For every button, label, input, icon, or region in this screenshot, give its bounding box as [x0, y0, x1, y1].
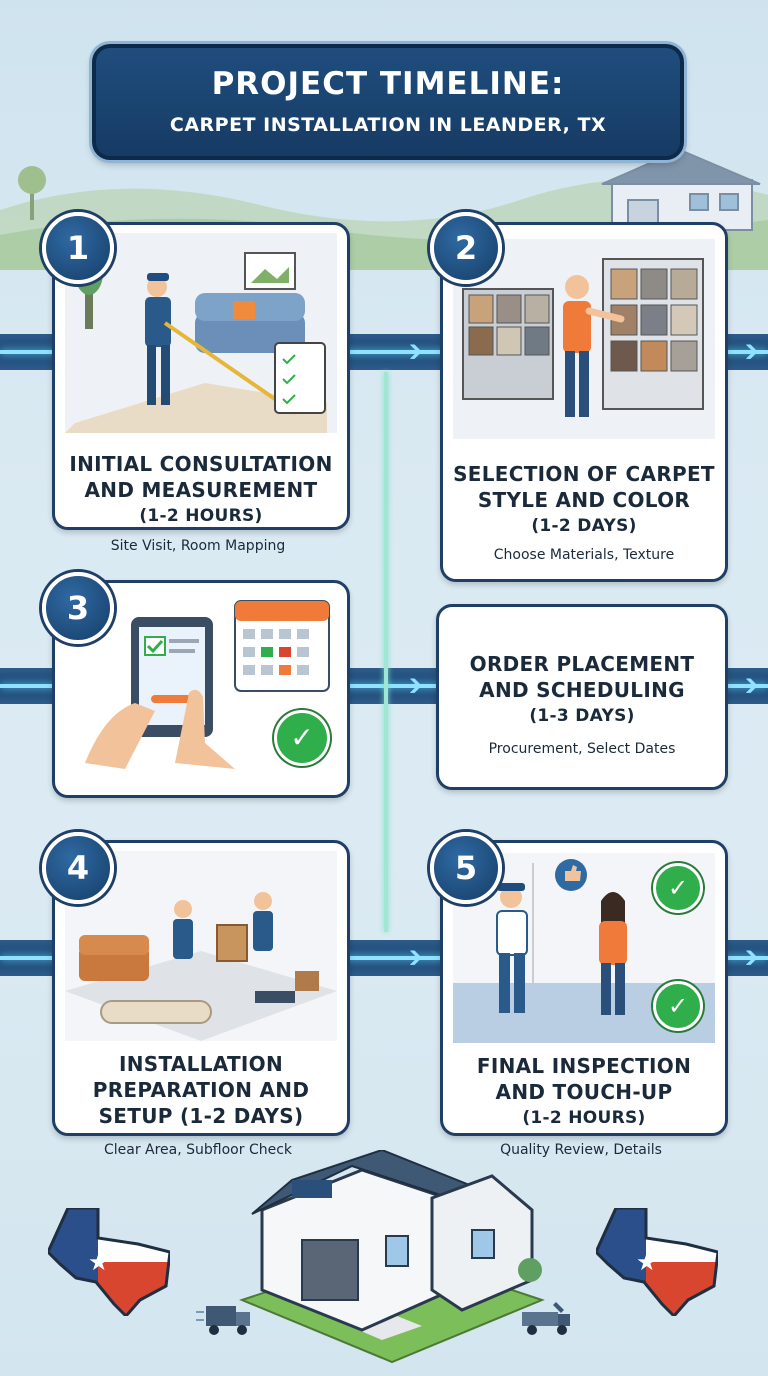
step-3-badge: 3: [42, 572, 114, 644]
check-icon: ✓: [274, 710, 330, 766]
illustration-measuring: [65, 233, 337, 433]
step-2-badge: 2: [430, 212, 502, 284]
step-5-title: FINAL INSPECTION AND TOUCH-UP (1-2 HOURS…: [476, 1054, 692, 1128]
step-card-2: SELECTION OF CARPET STYLE AND COLOR (1-2…: [440, 222, 728, 582]
step-card-1: INITIAL CONSULTATION AND MEASUREMENT (1-…: [52, 222, 350, 530]
house-illustration: [232, 1150, 552, 1370]
service-truck-icon: [516, 1298, 576, 1336]
step-3-info-card: ORDER PLACEMENT AND SCHEDULING (1-3 DAYS…: [436, 604, 728, 790]
step-3-caption: Procurement, Select Dates: [488, 741, 676, 757]
texas-flag-map-left: [48, 1208, 170, 1316]
check-icon: ✓: [653, 981, 703, 1031]
title-banner: PROJECT TIMELINE: CARPET INSTALLATION IN…: [92, 44, 684, 160]
texas-flag-map-right: [596, 1208, 718, 1316]
step-2-title: SELECTION OF CARPET STYLE AND COLOR (1-2…: [453, 462, 715, 536]
step-5-caption: Quality Review, Details: [500, 1142, 662, 1158]
arrow-right-icon: ➔: [734, 334, 760, 369]
step-1-badge: 1: [42, 212, 114, 284]
page-title: PROJECT TIMELINE:: [211, 66, 565, 102]
step-1-caption: Site Visit, Room Mapping: [110, 538, 286, 554]
delivery-truck-icon: [196, 1302, 254, 1336]
arrow-right-icon: ➔: [734, 940, 760, 975]
check-icon: ✓: [653, 863, 703, 913]
arrow-right-icon: ➔: [398, 334, 424, 369]
illustration-carpet-samples: [453, 239, 715, 439]
illustration-installation: [65, 851, 337, 1041]
star-icon: ★: [88, 1248, 110, 1276]
step-5-badge: 5: [430, 832, 502, 904]
arrow-right-icon: ➔: [398, 940, 424, 975]
page-subtitle: CARPET INSTALLATION IN LEANDER, TX: [169, 114, 607, 136]
arrow-right-icon: ➔: [734, 668, 760, 703]
step-2-caption: Choose Materials, Texture: [493, 547, 675, 563]
step-3-title: ORDER PLACEMENT AND SCHEDULING (1-3 DAYS…: [469, 652, 695, 726]
step-1-title: INITIAL CONSULTATION AND MEASUREMENT (1-…: [69, 452, 333, 526]
step-card-5: ✓ ✓ FINAL INSPECTION AND TOUCH-UP (1-2 H…: [440, 840, 728, 1136]
step-4-caption: Clear Area, Subfloor Check: [103, 1142, 293, 1158]
step-4-badge: 4: [42, 832, 114, 904]
star-icon: ★: [636, 1248, 658, 1276]
timeline-vertical-line: [384, 372, 388, 932]
arrow-right-icon: ➔: [398, 668, 424, 703]
step-4-title: INSTALLATION PREPARATION AND SETUP (1-2 …: [92, 1052, 310, 1128]
